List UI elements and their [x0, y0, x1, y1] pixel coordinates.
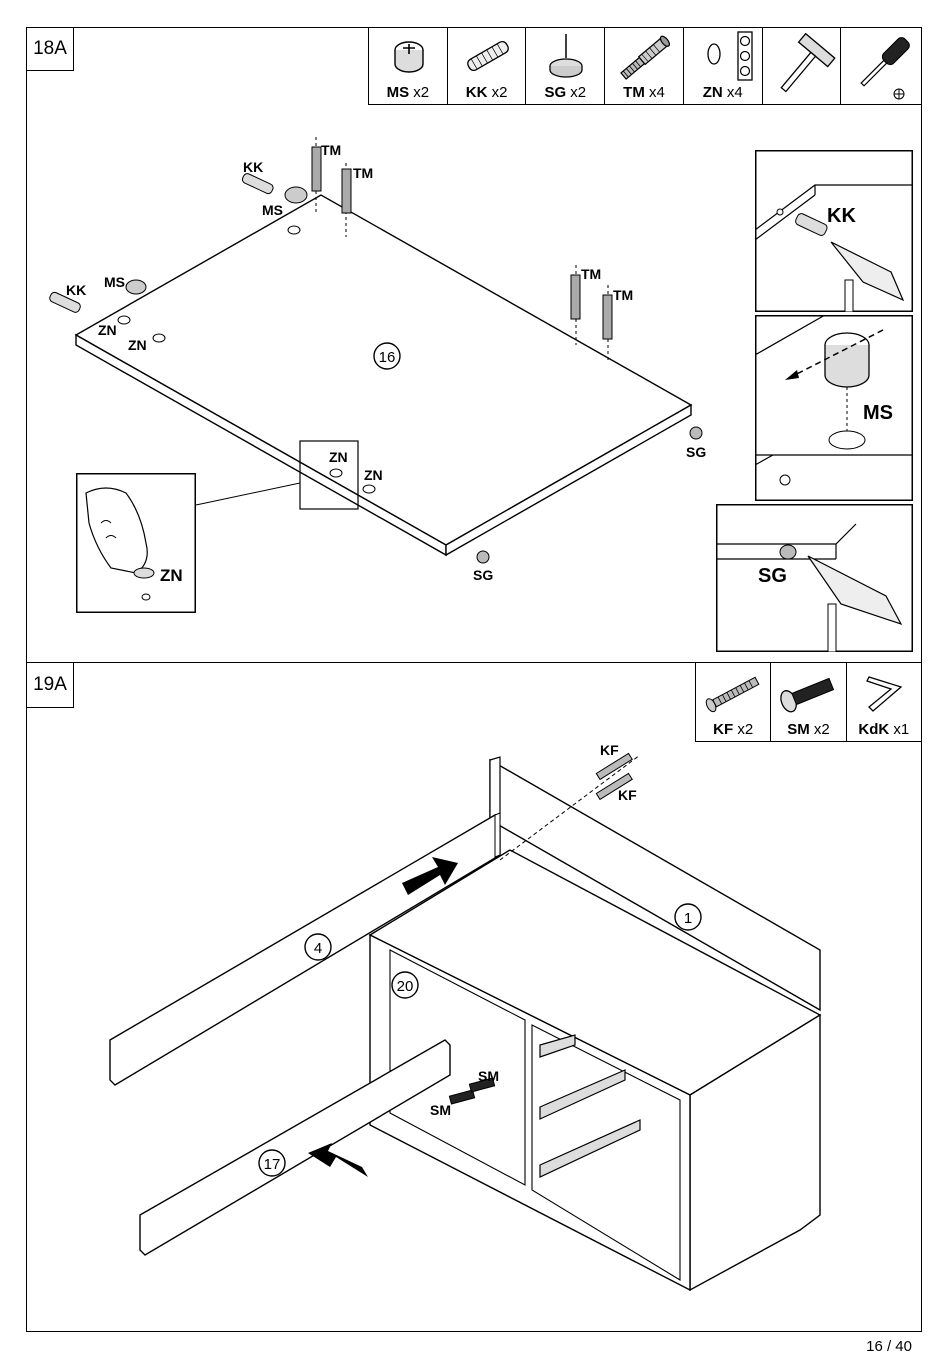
- sg-glide-1: [690, 427, 702, 439]
- kk-callout-2: KK: [66, 282, 86, 298]
- ms-cam-2: [126, 280, 146, 294]
- panel-17-rail: [140, 1040, 450, 1255]
- zn-callout-2: ZN: [128, 337, 147, 353]
- part-kk: KK x2: [448, 28, 527, 104]
- panel-16-number: 16: [379, 349, 396, 366]
- page-number: 16 / 40: [866, 1338, 912, 1355]
- connector-bolt-icon: [771, 663, 847, 721]
- tm-callout-2: TM: [353, 165, 373, 181]
- hammer-icon: [763, 28, 842, 106]
- tm-callout-4: TM: [613, 287, 633, 303]
- sg-inset: SG: [716, 504, 913, 652]
- sm-callout-2: SM: [430, 1102, 451, 1118]
- sg-callout-1: SG: [686, 444, 706, 460]
- zn-callout-4: ZN: [364, 467, 383, 483]
- part-tm: TM x4: [605, 28, 684, 104]
- step-label-19a: 19A: [26, 662, 74, 708]
- ms-cam-detail: [825, 345, 869, 387]
- kf-callout-1: KF: [600, 745, 619, 758]
- sg-inset-label: SG: [758, 565, 787, 587]
- part-sg: SG x2: [526, 28, 605, 104]
- sg-glide-2: [477, 551, 489, 563]
- part-zn: ZN x4: [684, 28, 763, 104]
- ms-callout-1: MS: [262, 202, 283, 218]
- part-kdk: KdK x1: [847, 663, 921, 741]
- kk-callout-1: KK: [243, 159, 263, 175]
- sm-callout-1: SM: [478, 1068, 499, 1084]
- sg-callout-2: SG: [473, 567, 493, 583]
- tm-bolt-2: [342, 169, 351, 213]
- ms-cam-1: [285, 187, 307, 203]
- tm-callout-1: TM: [321, 142, 341, 158]
- step-label-18a: 18A: [26, 27, 74, 71]
- panel-20-number: 20: [397, 978, 414, 995]
- part-sg-label: SG x2: [526, 84, 604, 101]
- cabinet-diagram: 1 20 4 17 KF KF SM SM: [100, 745, 830, 1325]
- tm-bolt-3: [571, 275, 580, 319]
- panel-1-number: 1: [684, 910, 692, 927]
- parts-table-19a: KF x2 SM x2 KdK x1: [695, 662, 922, 742]
- cam-lock-icon: [369, 28, 448, 86]
- wooden-dowel-icon: [448, 28, 527, 86]
- kk-inset: KK: [755, 150, 913, 312]
- zn-inset-label: ZN: [160, 566, 183, 585]
- part-hammer: [763, 28, 842, 104]
- tm-bolt-4: [603, 295, 612, 339]
- part-kk-label: KK x2: [448, 84, 526, 101]
- part-screwdriver: [841, 28, 921, 104]
- part-kf-label: KF x2: [696, 721, 770, 738]
- part-ms: MS x2: [369, 28, 448, 104]
- parts-table-18a: MS x2 KK x2 SG x2 TM x4: [368, 27, 922, 105]
- part-sm-label: SM x2: [771, 721, 845, 738]
- zn-callout-1: ZN: [98, 322, 117, 338]
- kk-inset-label: KK: [827, 205, 856, 227]
- panel-17-number: 17: [264, 1156, 281, 1173]
- allen-key-icon: [847, 663, 922, 721]
- ms-inset-label: MS: [863, 402, 893, 424]
- ms-inset: MS: [755, 315, 913, 501]
- part-sm: SM x2: [771, 663, 846, 741]
- ms-callout-2: MS: [104, 274, 125, 290]
- kk-dowel-1: [241, 172, 274, 195]
- cam-bolt-icon: [605, 28, 684, 86]
- part-kdk-label: KdK x1: [847, 721, 921, 738]
- kf-callout-2: KF: [618, 787, 637, 803]
- zn-callout-3: ZN: [329, 449, 348, 465]
- tm-bolt-1: [312, 147, 321, 191]
- part-tm-label: TM x4: [605, 84, 683, 101]
- screwdriver-icon: [841, 28, 921, 106]
- cover-cap-icon: [684, 28, 763, 86]
- confirmat-screw-icon: [696, 663, 772, 721]
- tm-callout-3: TM: [581, 266, 601, 282]
- part-ms-label: MS x2: [369, 84, 447, 101]
- part-zn-label: ZN x4: [684, 84, 762, 101]
- panel-4-number: 4: [314, 940, 322, 957]
- part-kf: KF x2: [696, 663, 771, 741]
- zn-inset: ZN: [76, 473, 196, 613]
- nail-glide-icon: [526, 28, 605, 86]
